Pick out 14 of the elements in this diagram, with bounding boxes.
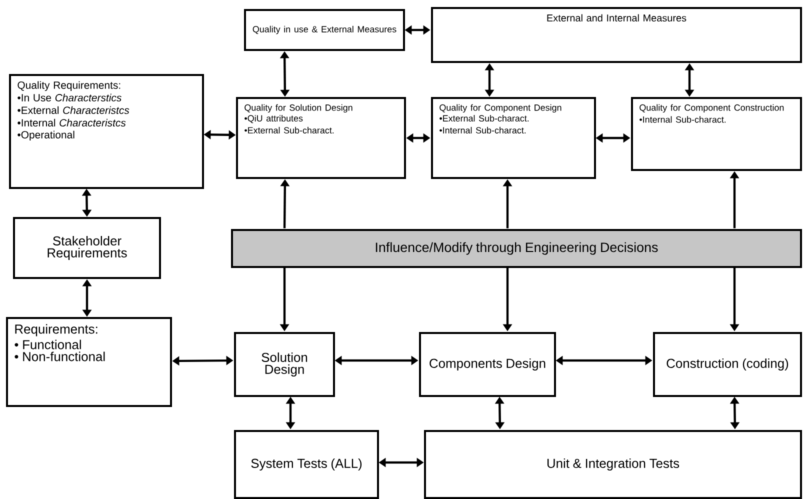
requirements-box: Requirements: • Functional • Non-functional xyxy=(6,317,172,407)
measures-box: External and Internal Measures xyxy=(431,7,802,63)
quality-box: Quality for Solution Design •QiU attributes •External Sub-charact. xyxy=(236,97,406,179)
measures-box: Quality in use & External Measures xyxy=(244,9,405,51)
requirements-box: Quality Requirements: •In Use Characterstics •External Characteristcs •Internal Characteristcs •Operational xyxy=(9,74,204,189)
requirements-box: Stakeholder Requirements xyxy=(13,217,161,279)
quality-box: Quality for Component Design •External Sub-charact. •Internal Sub-charact. xyxy=(431,97,596,179)
process-box: Components Design xyxy=(419,332,556,397)
test-box: System Tests (ALL) xyxy=(234,430,379,499)
process-box: Construction (coding) xyxy=(653,332,802,397)
decision-bar: Influence/Modify through Engineering Decisions xyxy=(231,229,802,268)
process-box: Solution Design xyxy=(234,332,335,397)
test-box: Unit & Integration Tests xyxy=(424,430,802,499)
quality-box: Quality for Component Construction •Internal Sub-charact. xyxy=(631,97,802,171)
